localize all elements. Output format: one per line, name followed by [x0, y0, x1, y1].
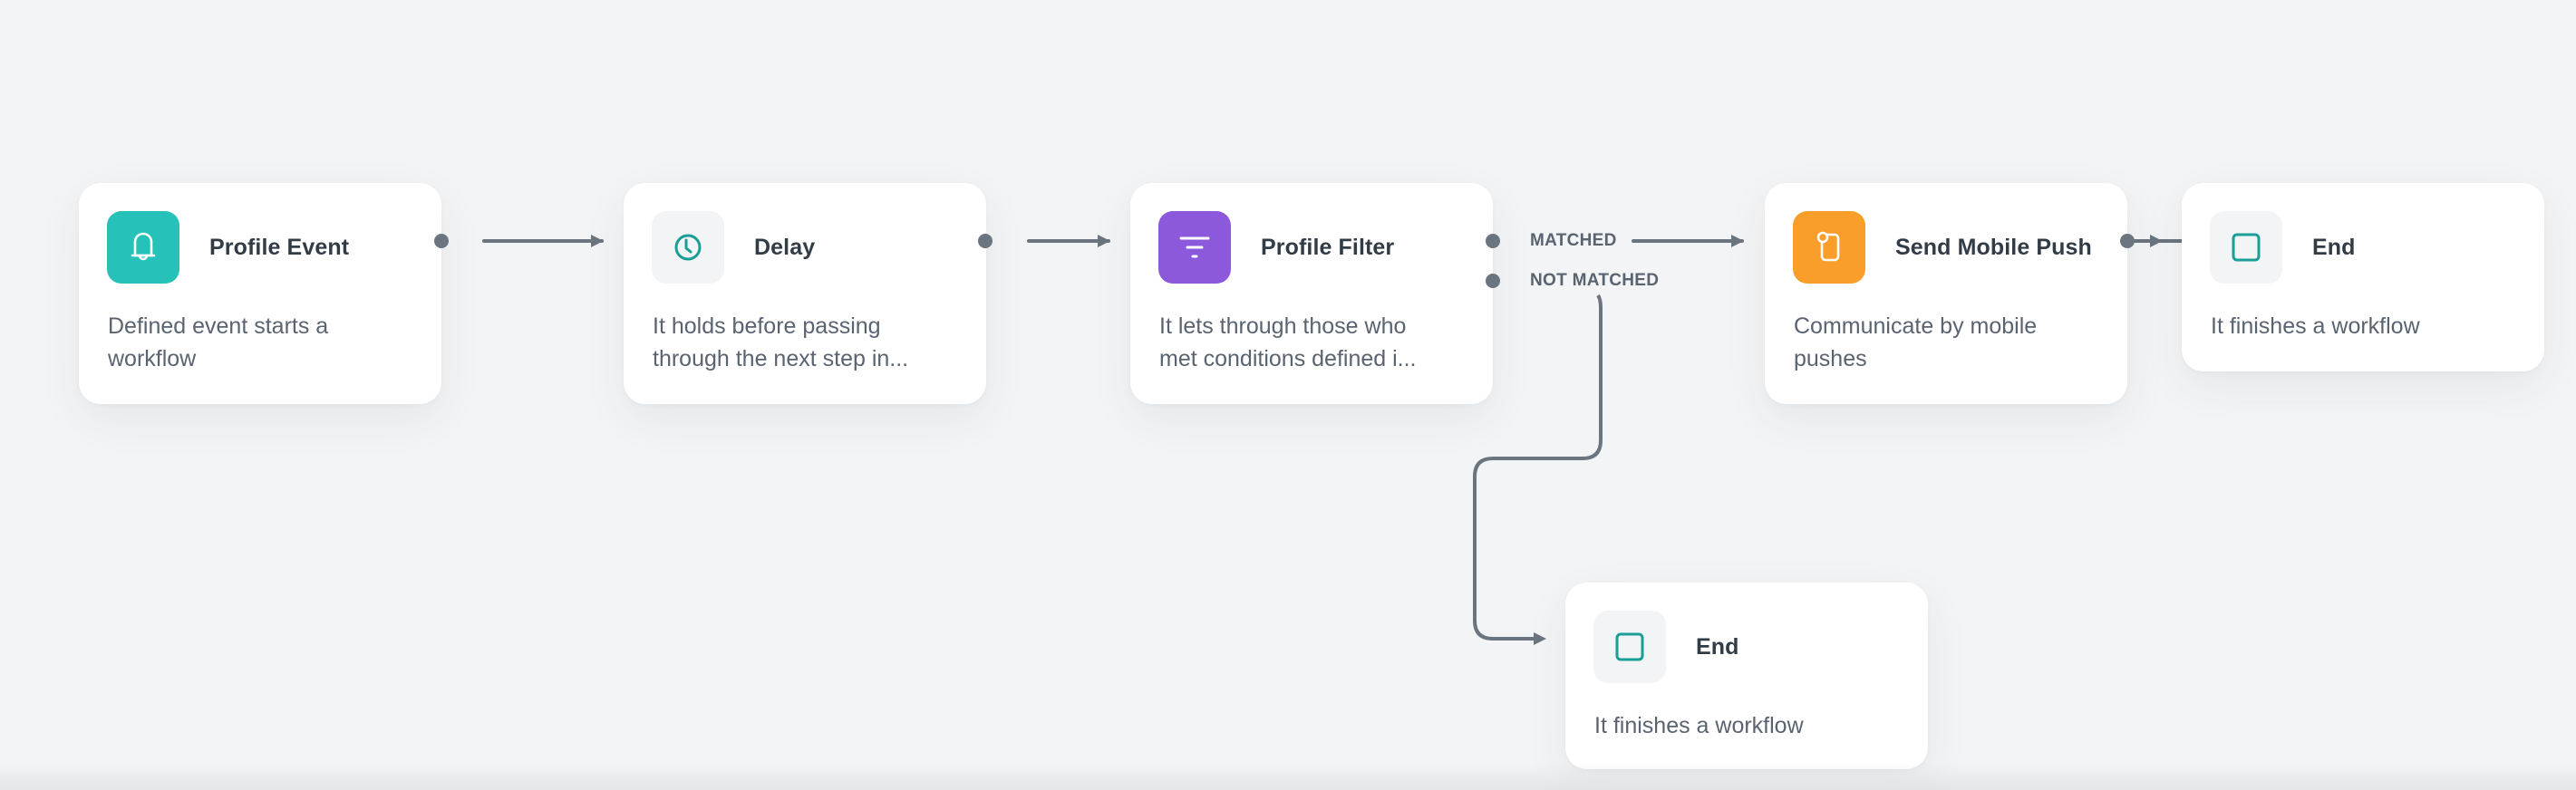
node-title: End [1696, 633, 1739, 660]
description-line: Defined event starts a [108, 313, 329, 339]
stop-square-icon [1593, 611, 1666, 683]
node-end-not-matched[interactable]: End It finishes a workflow [1565, 583, 1928, 769]
description-line: It holds before passing [653, 313, 881, 339]
node-title: Delay [754, 234, 816, 260]
node-delay[interactable]: Delay It holds before passing through th… [624, 183, 986, 404]
node-title: End [2312, 234, 2356, 260]
node-title: Profile Event [209, 234, 350, 260]
arrowhead-icon [1534, 632, 1546, 645]
node-header: Delay [652, 211, 815, 284]
node-profile-event[interactable]: Profile Event Defined event starts a wor… [79, 183, 441, 404]
clock-icon [652, 211, 724, 284]
node-header: Send Mobile Push [1793, 211, 2092, 284]
arrowhead-icon [1098, 235, 1110, 247]
mobile-push-icon [1793, 211, 1865, 284]
filter-icon [1158, 211, 1231, 284]
description-line: met conditions defined i... [1159, 346, 1417, 371]
not-matched-port[interactable] [1486, 274, 1500, 288]
description-line: It finishes a workflow [2211, 313, 2420, 339]
description-line: It lets through those who [1159, 313, 1407, 339]
node-title: Send Mobile Push [1895, 234, 2092, 260]
output-port[interactable] [434, 234, 449, 248]
node-description: Communicate by mobile pushes [1794, 310, 2093, 375]
bell-icon [107, 211, 179, 284]
node-description: It lets through those who met conditions… [1159, 310, 1458, 375]
description-line: Communicate by mobile [1794, 313, 2038, 339]
not-matched-label: NOT MATCHED [1530, 271, 1660, 290]
output-port[interactable] [978, 234, 993, 248]
node-header: Profile Event [107, 211, 349, 284]
node-description: It holds before passing through the next… [653, 310, 952, 375]
output-port[interactable] [2120, 234, 2135, 248]
node-header: End [2210, 211, 2356, 284]
matched-port[interactable] [1486, 234, 1500, 248]
node-description: Defined event starts a workflow [108, 310, 407, 375]
matched-label: MATCHED [1530, 231, 1617, 250]
description-line: It finishes a workflow [1594, 713, 1804, 738]
arrowhead-icon [591, 235, 604, 247]
node-title: Profile Filter [1261, 234, 1395, 260]
bottom-shade [0, 763, 2576, 790]
arrowhead-icon [1731, 235, 1744, 247]
node-profile-filter[interactable]: Profile Filter It lets through those who… [1130, 183, 1493, 404]
stop-square-icon [2210, 211, 2282, 284]
description-line: pushes [1794, 346, 1867, 371]
node-header: End [1593, 611, 1739, 683]
node-end-matched[interactable]: End It finishes a workflow [2182, 183, 2544, 371]
node-send-mobile-push[interactable]: Send Mobile Push Communicate by mobile p… [1765, 183, 2127, 404]
description-line: through the next step in... [653, 346, 909, 371]
node-header: Profile Filter [1158, 211, 1394, 284]
node-description: It finishes a workflow [2211, 310, 2510, 342]
node-description: It finishes a workflow [1594, 709, 1893, 742]
description-line: workflow [108, 346, 197, 371]
arrowhead-icon [2150, 235, 2163, 247]
